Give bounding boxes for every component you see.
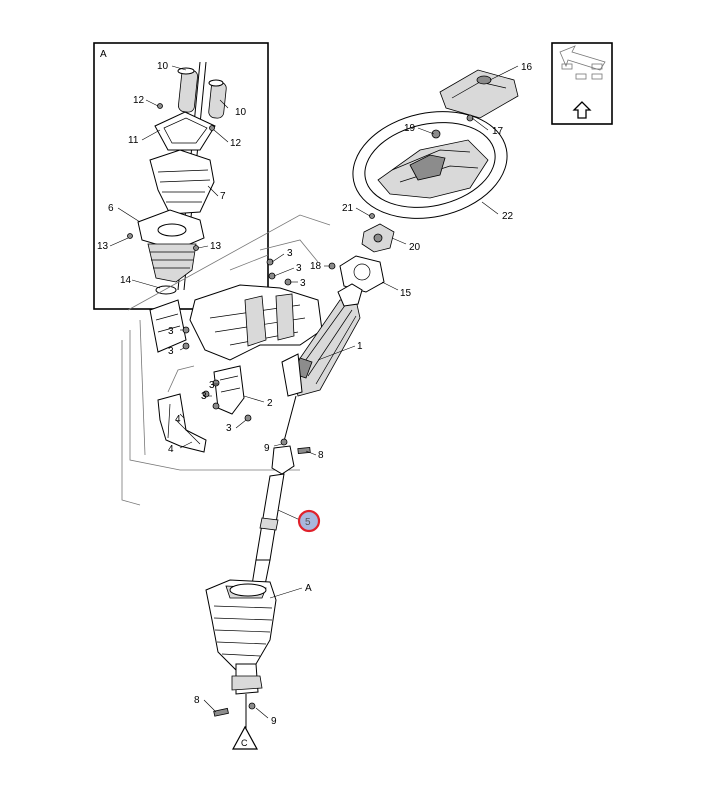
callout-13a: 13 — [97, 241, 109, 252]
callout-3e: 3 — [168, 346, 174, 357]
callout-9b: 9 — [271, 716, 277, 727]
clockspring-assembly — [328, 213, 395, 293]
callout-3h: 3 — [226, 423, 232, 434]
bolts-3 — [182, 258, 292, 422]
callout-8a: 8 — [318, 450, 324, 461]
callout-6: 6 — [108, 203, 114, 214]
highlighted-callout-5[interactable]: 5 — [297, 509, 321, 533]
callout-1: 1 — [357, 341, 363, 352]
callout-10a: 10 — [157, 61, 169, 72]
callout-9a: 9 — [264, 443, 270, 454]
callout-7: 7 — [220, 191, 226, 202]
callout-20: 20 — [409, 242, 421, 253]
lower-u-joint — [213, 663, 263, 730]
airbag-module — [439, 69, 519, 122]
callout-17: 17 — [492, 126, 504, 137]
callout-16: 16 — [521, 62, 533, 73]
steering-column — [281, 283, 363, 397]
callout-3b: 3 — [296, 263, 302, 274]
reference-symbol-text: C — [241, 738, 248, 748]
lower-seal-boot — [205, 579, 277, 671]
c-triangle-icon: C — [231, 725, 259, 750]
callout-12b: 12 — [230, 138, 242, 149]
callout-A: A — [305, 583, 312, 594]
callout-15: 15 — [400, 288, 412, 299]
callouts: 16 17 19 21 22 20 18 15 3 3 3 3 3 3 3 3 … — [168, 62, 533, 727]
callout-21: 21 — [342, 203, 354, 214]
callout-14: 14 — [120, 275, 132, 286]
knee-bolster-bracket — [213, 365, 245, 415]
callout-8b: 8 — [194, 695, 200, 706]
callout-3c: 3 — [300, 278, 306, 289]
callout-22: 22 — [502, 211, 514, 222]
steering-wheel — [352, 111, 508, 219]
steering-column-support — [149, 284, 323, 361]
inset-label: A — [100, 49, 107, 60]
callout-3d: 3 — [168, 326, 174, 337]
callout-4b: 4 — [168, 444, 174, 455]
callout-11: 11 — [128, 135, 139, 146]
leader-lines — [179, 65, 519, 719]
intermediate-shaft — [247, 395, 311, 611]
callout-4a: 4 — [175, 414, 181, 425]
pedal-bracket — [157, 365, 207, 453]
front-arrow-icon — [551, 42, 613, 125]
callout-3g: 3 — [201, 391, 207, 402]
instrument-panel-outline — [121, 214, 331, 506]
detail-inset-a: A — [93, 42, 269, 310]
callout-18: 18 — [310, 261, 322, 272]
callout-19: 19 — [404, 123, 416, 134]
callout-13b: 13 — [210, 241, 222, 252]
callout-12a: 12 — [133, 95, 145, 106]
callout-5: 5 — [305, 517, 311, 528]
callout-3a: 3 — [287, 248, 293, 259]
callout-10b: 10 — [235, 107, 247, 118]
callout-2: 2 — [267, 398, 273, 409]
callout-3f: 3 — [209, 380, 215, 391]
